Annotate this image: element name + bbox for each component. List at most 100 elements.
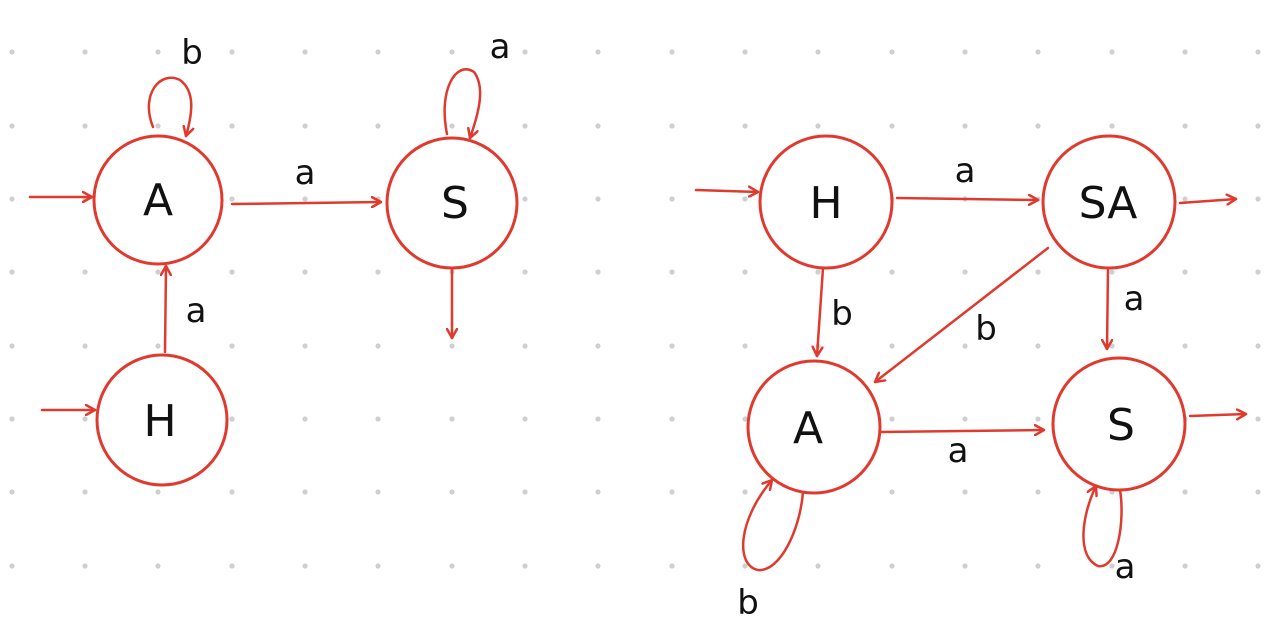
left-label-h-to-a: a bbox=[186, 291, 207, 331]
grid-dot bbox=[669, 196, 675, 202]
grid-dot bbox=[742, 269, 748, 275]
grid-dot bbox=[522, 489, 528, 495]
grid-dot bbox=[1109, 49, 1115, 55]
grid-dot bbox=[82, 269, 88, 275]
right-edge-h-to-sa bbox=[895, 198, 1040, 200]
grid-dot bbox=[229, 49, 235, 55]
right-automaton: H SA A S a b b a a b a bbox=[694, 134, 1248, 623]
grid-dot bbox=[522, 563, 528, 569]
grid-dot bbox=[742, 123, 748, 129]
grid-dot bbox=[889, 269, 895, 275]
right-edge-a-to-s bbox=[880, 430, 1046, 432]
grid-dot bbox=[889, 563, 895, 569]
grid-dot bbox=[1109, 123, 1115, 129]
grid-dot bbox=[1035, 269, 1041, 275]
grid-dot bbox=[962, 416, 968, 422]
right-state-a-circle bbox=[746, 359, 882, 495]
right-state-a-label: A bbox=[793, 403, 823, 454]
grid-dot bbox=[9, 123, 15, 129]
right-label-sa-to-s: a bbox=[1124, 279, 1145, 319]
right-label-h-to-sa: a bbox=[955, 151, 976, 191]
right-loop-s bbox=[1082, 484, 1123, 568]
grid-dot bbox=[595, 343, 601, 349]
right-edge-sa-to-a bbox=[873, 246, 1050, 384]
right-state-s-circle bbox=[1051, 356, 1187, 492]
grid-dot bbox=[595, 49, 601, 55]
grid-dot bbox=[155, 489, 161, 495]
grid-dot bbox=[595, 489, 601, 495]
left-state-h-circle bbox=[95, 353, 229, 487]
grid-dot bbox=[669, 563, 675, 569]
grid-dot bbox=[522, 49, 528, 55]
grid-dot bbox=[375, 563, 381, 569]
right-edge-sa-to-s bbox=[1107, 266, 1108, 351]
grid-dot bbox=[82, 49, 88, 55]
grid-dot bbox=[742, 563, 748, 569]
grid-dot bbox=[889, 489, 895, 495]
grid-dot bbox=[229, 416, 235, 422]
grid-dot bbox=[375, 269, 381, 275]
right-state-sa-circle bbox=[1041, 134, 1177, 270]
grid-dot bbox=[1109, 269, 1115, 275]
grid-dot bbox=[962, 343, 968, 349]
grid-dot bbox=[302, 489, 308, 495]
grid-dot bbox=[9, 49, 15, 55]
grid-dot bbox=[375, 489, 381, 495]
right-loop-a bbox=[741, 478, 805, 572]
grid-dot bbox=[669, 489, 675, 495]
grid-dot bbox=[449, 416, 455, 422]
left-state-s-label: S bbox=[441, 178, 469, 229]
grid-dot bbox=[449, 123, 455, 129]
grid-dot bbox=[1182, 343, 1188, 349]
grid-dot bbox=[1255, 269, 1261, 275]
grid-dot bbox=[962, 49, 968, 55]
grid-dot bbox=[155, 123, 161, 129]
grid-dot bbox=[742, 49, 748, 55]
right-final-arrow-s bbox=[1188, 414, 1248, 416]
grid-dot bbox=[1035, 416, 1041, 422]
grid-dot bbox=[449, 489, 455, 495]
grid-dot bbox=[889, 123, 895, 129]
grid-dot bbox=[962, 269, 968, 275]
grid-dot bbox=[522, 123, 528, 129]
grid-dot bbox=[9, 563, 15, 569]
left-label-a-to-s: a bbox=[295, 153, 316, 193]
right-state-h-circle bbox=[758, 134, 894, 270]
grid-dot bbox=[1182, 489, 1188, 495]
grid-dot bbox=[9, 269, 15, 275]
right-state-s-label: S bbox=[1107, 400, 1135, 451]
right-label-loop-a: b bbox=[737, 583, 759, 623]
grid-dot bbox=[815, 563, 821, 569]
grid-dot bbox=[9, 489, 15, 495]
grid-dot bbox=[82, 489, 88, 495]
grid-dot bbox=[375, 416, 381, 422]
grid-dot bbox=[1255, 123, 1261, 129]
grid-dot bbox=[522, 269, 528, 275]
grid-dot bbox=[742, 489, 748, 495]
right-label-h-to-a: b bbox=[831, 294, 853, 334]
grid-dot bbox=[1255, 563, 1261, 569]
grid-dot bbox=[742, 416, 748, 422]
grid-dot bbox=[9, 196, 15, 202]
grid-dot bbox=[229, 489, 235, 495]
grid-dot bbox=[302, 123, 308, 129]
grid-dot bbox=[595, 416, 601, 422]
grid-dot bbox=[595, 269, 601, 275]
grid-dot bbox=[595, 123, 601, 129]
grid-dot bbox=[302, 269, 308, 275]
grid-dot bbox=[669, 343, 675, 349]
grid-dot bbox=[229, 269, 235, 275]
grid-dot bbox=[1182, 123, 1188, 129]
right-start-arrow-h bbox=[694, 190, 760, 192]
grid-dot bbox=[229, 343, 235, 349]
grid-dot bbox=[155, 343, 161, 349]
left-loop-s bbox=[443, 68, 482, 140]
grid-dot bbox=[9, 343, 15, 349]
grid-dot bbox=[449, 343, 455, 349]
left-state-a-label: A bbox=[143, 175, 173, 226]
left-automaton: A S H b a a a bbox=[28, 27, 519, 487]
grid-dot bbox=[889, 49, 895, 55]
grid-dot bbox=[815, 269, 821, 275]
grid-dot bbox=[742, 343, 748, 349]
